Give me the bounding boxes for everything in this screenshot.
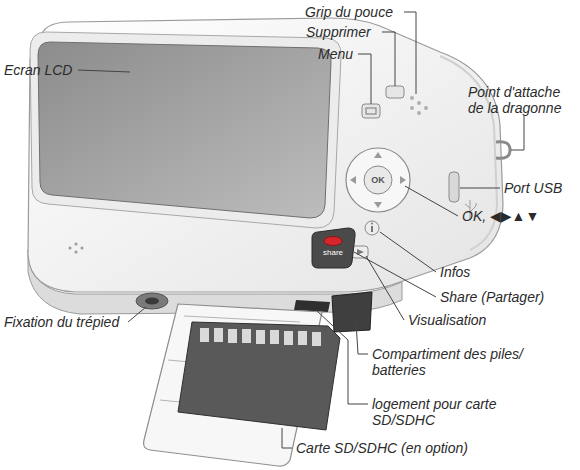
arrow-up	[374, 152, 382, 158]
grip-dot	[417, 101, 421, 105]
hole	[75, 251, 78, 254]
callout-label: Point d'attache de la dragonne	[468, 84, 572, 116]
leader-line	[354, 252, 436, 297]
callout-label: logement pour carte SD/SDHC	[372, 396, 512, 428]
callout-label: Visualisation	[408, 312, 486, 328]
usb-symbol-line	[465, 204, 470, 208]
leader-line	[282, 428, 292, 448]
contact	[228, 329, 237, 343]
leader-line	[128, 307, 146, 322]
thumb-grip	[410, 96, 428, 115]
delete-button	[386, 86, 404, 98]
hole	[75, 243, 78, 246]
camera-body	[28, 18, 503, 292]
contact	[200, 328, 209, 342]
callout-label: Fixation du trépied	[4, 314, 119, 330]
button-text-light: share	[323, 248, 343, 257]
ok-button	[364, 166, 392, 194]
grip-dot	[424, 106, 428, 110]
callout-label: Infos	[440, 264, 470, 280]
contact	[270, 330, 279, 344]
leader-line	[358, 54, 371, 104]
leader-line	[511, 116, 524, 150]
hole	[69, 247, 72, 250]
hole	[81, 247, 84, 250]
tripod-mount	[136, 293, 168, 309]
share-button	[312, 228, 355, 268]
info-button	[365, 221, 379, 235]
leader-line	[366, 256, 404, 320]
leader-line	[316, 310, 368, 404]
leader-line	[380, 232, 436, 272]
d-pad-arrows	[350, 152, 406, 208]
leader-line	[356, 322, 368, 354]
screen-frame	[30, 32, 341, 228]
card-contacts	[200, 328, 321, 346]
callout-label: Port USB	[504, 180, 562, 196]
button-text: OK	[371, 175, 385, 185]
grip-dot	[410, 96, 414, 100]
battery-compartment	[332, 292, 372, 332]
tripod-hole	[145, 298, 159, 305]
callout-label: OK, ◀▶▲▼	[462, 208, 539, 224]
arrow-down	[374, 202, 382, 208]
menu-icon	[366, 108, 376, 114]
strap-eyelet	[496, 142, 510, 159]
contact	[284, 331, 293, 345]
grip-dot	[410, 106, 414, 110]
callout-label: Grip du pouce	[305, 4, 393, 20]
lcd-screen	[38, 42, 331, 218]
share-red-key	[324, 237, 342, 246]
menu-button	[362, 104, 380, 118]
leader-line	[405, 186, 458, 216]
contact	[242, 329, 251, 343]
leader-line	[382, 32, 395, 86]
grip-dot	[417, 111, 421, 115]
callout-label: Carte SD/SDHC (en option)	[296, 440, 468, 456]
usb-port	[449, 172, 459, 202]
leader-line	[78, 70, 130, 72]
d-pad	[346, 148, 410, 212]
contact	[256, 330, 265, 344]
contact	[298, 331, 307, 345]
callout-label: Menu	[318, 46, 353, 62]
leader-line	[404, 12, 416, 94]
info-icon	[371, 226, 373, 232]
arrow-right	[400, 176, 406, 184]
leader-group	[78, 12, 524, 448]
callout-label: Ecran LCD	[4, 62, 72, 78]
contact	[214, 328, 223, 342]
arrow-left	[350, 176, 356, 184]
callout-label: Share (Partager)	[440, 289, 544, 305]
leader-line	[460, 188, 500, 189]
callout-label: Compartiment des piles/ batteries	[372, 346, 542, 378]
speaker-holes	[69, 243, 84, 254]
sd-card	[178, 322, 340, 430]
info-icon	[371, 223, 373, 225]
callout-label: Supprimer	[306, 24, 371, 40]
contact	[312, 332, 321, 346]
